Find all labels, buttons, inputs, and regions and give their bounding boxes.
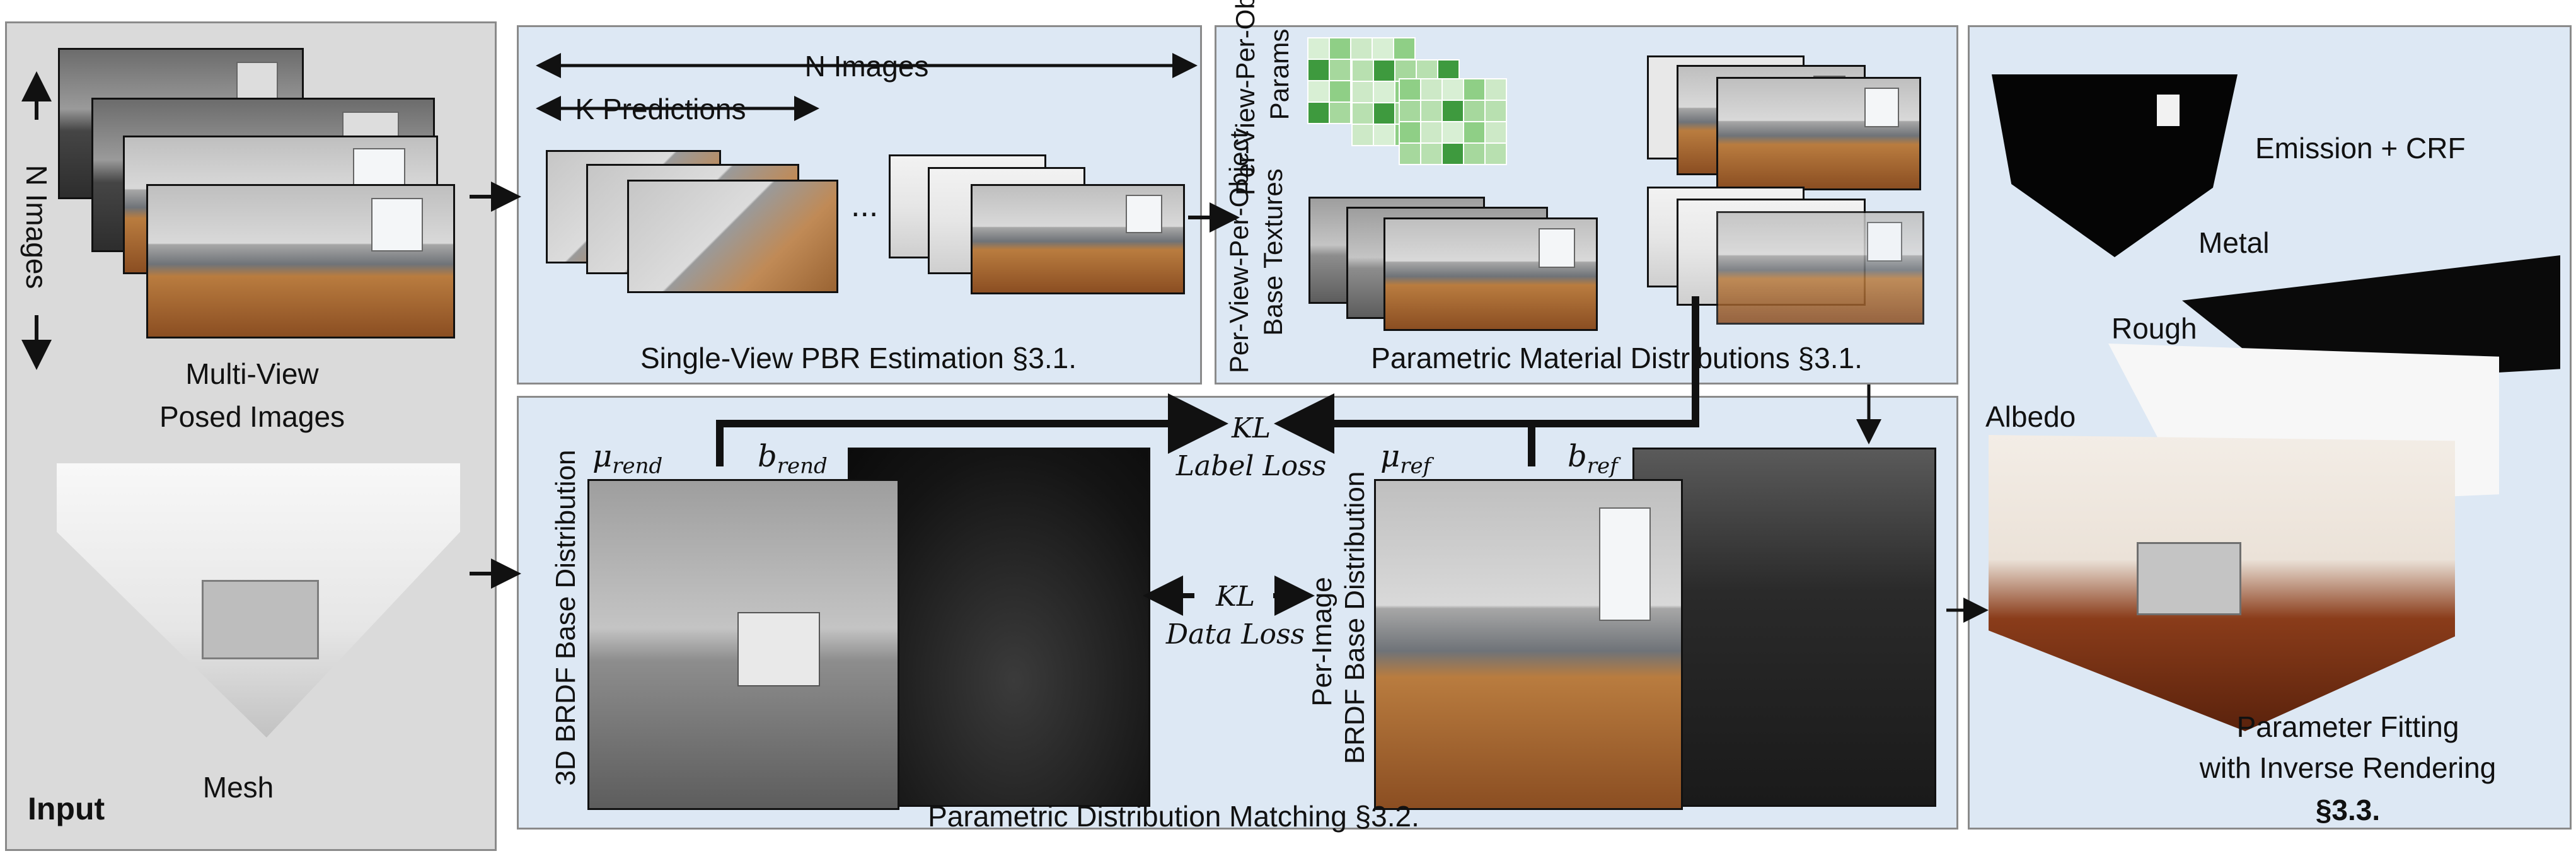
mesh-counter <box>202 580 319 659</box>
reference-material-3 <box>1716 211 1924 325</box>
base-texture-3 <box>1383 217 1598 331</box>
param-grid-cell <box>1416 59 1438 82</box>
param-grid-cell <box>1329 59 1351 81</box>
b-rend-label: brend <box>758 441 828 477</box>
param-grid-cell <box>1351 124 1374 146</box>
metal-label: Metal <box>2198 226 2270 259</box>
param-grid-cell <box>1351 81 1374 103</box>
mu-rend-image <box>587 479 899 810</box>
b-ref-image <box>1632 448 1936 807</box>
albedo-label: Albedo <box>1985 400 2076 433</box>
kl-label-1: KL <box>1231 412 1271 444</box>
emission-label: Emission + CRF <box>2255 132 2466 165</box>
predictions-ellipsis: ... <box>851 187 879 224</box>
mu-rend-symbol: μ <box>592 439 613 474</box>
emission-window <box>2157 95 2180 126</box>
input-images-caption-line1: Multi-View <box>185 357 319 390</box>
mu-ref-image <box>1374 479 1683 810</box>
mu-rend-label: μrend <box>592 441 662 477</box>
param-grid-cell <box>1484 100 1507 122</box>
matching-caption: Parametric Distribution Matching §3.2. <box>928 800 1419 833</box>
kl-data-2: Data Loss <box>1165 618 1305 651</box>
mu-ref-subscript: ref <box>1400 453 1431 479</box>
param-grid-cell <box>1420 78 1443 101</box>
b-rend-subscript: rend <box>777 453 828 479</box>
mu-ref-symbol: μ <box>1380 439 1401 474</box>
param-grid-cell <box>1307 80 1330 103</box>
param-grid-cell <box>1441 121 1464 144</box>
label-loss-left-arrow <box>716 393 1228 466</box>
b-rend-symbol: b <box>758 439 777 474</box>
input-image-front <box>146 184 455 338</box>
param-grid-cell <box>1484 142 1507 165</box>
mu-rend-subscript: rend <box>612 453 663 479</box>
prediction-n-c <box>971 184 1185 294</box>
prediction-1c <box>627 180 838 293</box>
param-grid-cell <box>1437 59 1460 82</box>
parametric-caption: Parametric Material Distributions §3.1. <box>1371 342 1863 374</box>
param-grid-cell <box>1463 142 1486 165</box>
param-grid-cell <box>1463 78 1486 101</box>
param-grid-cell <box>1420 100 1443 122</box>
param-grid-cell <box>1393 37 1416 60</box>
b-ref-symbol: b <box>1568 439 1587 474</box>
param-grid-cell <box>1351 59 1374 82</box>
fitting-caption-line3: §3.3. <box>2315 794 2381 826</box>
input-images-caption-line2: Posed Images <box>159 400 345 433</box>
mesh-caption: Mesh <box>202 771 274 804</box>
rough-label: Rough <box>2111 312 2197 345</box>
kl-data-1: KL <box>1215 581 1256 613</box>
b-ref-label: bref <box>1568 441 1618 477</box>
kl-label-2: Label Loss <box>1175 450 1327 482</box>
param-grid-cell <box>1307 37 1330 60</box>
fitting-caption-line2: with Inverse Rendering <box>2199 751 2497 784</box>
reference-image-3 <box>1716 77 1921 190</box>
input-panel-title: Input <box>28 791 105 826</box>
parametric-to-matching-elbow <box>1274 296 1699 454</box>
b-ref-subscript: ref <box>1586 453 1618 479</box>
single-view-caption: Single-View PBR Estimation §3.1. <box>640 342 1077 374</box>
albedo-counter <box>2137 542 2241 615</box>
mu-ref-label: μref <box>1380 441 1431 477</box>
fitting-caption-line1: Parameter Fitting <box>2236 710 2459 743</box>
param-grid-cell <box>1350 37 1373 60</box>
